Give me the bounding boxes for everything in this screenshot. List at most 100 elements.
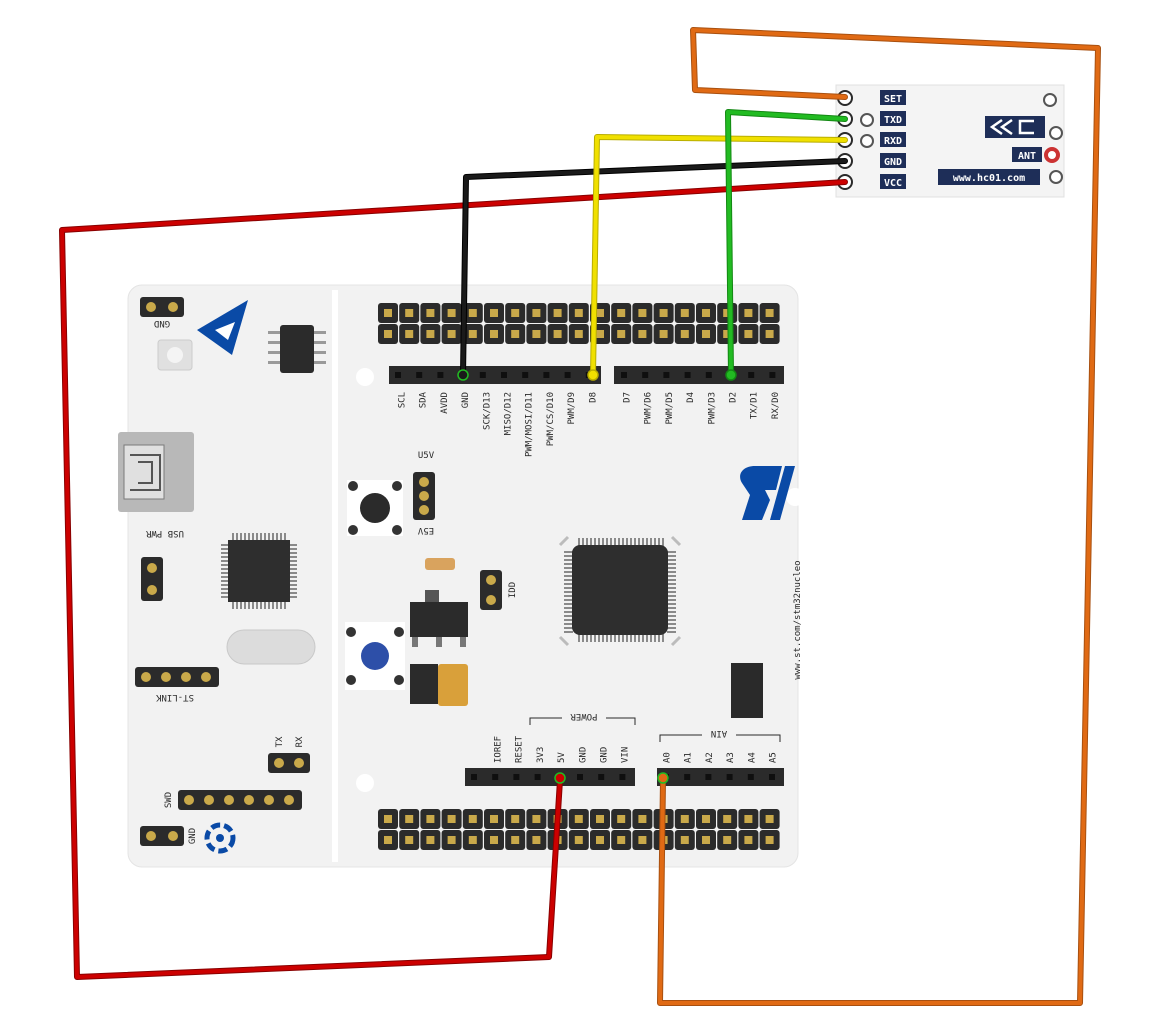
diode — [410, 664, 438, 704]
st-logo — [740, 466, 795, 520]
power-bracket: POWER — [529, 711, 636, 725]
pin-label: 5V — [557, 752, 567, 763]
pin-label: MISO/D12 — [504, 392, 514, 435]
header-pin — [492, 774, 499, 780]
arduino-header-right — [614, 366, 784, 384]
morpho-header-top — [378, 303, 780, 344]
header-pin — [621, 372, 627, 378]
header-pin — [726, 774, 733, 780]
regulator — [410, 590, 468, 647]
hc12-pin-label-bg — [880, 174, 906, 189]
header-pin — [748, 372, 755, 378]
url-label: www.hc01.com — [953, 173, 1025, 184]
mount-hole — [356, 368, 374, 386]
pin-label: PWM/D5 — [665, 392, 675, 425]
pin-label: PWM/D3 — [707, 392, 717, 425]
header-pin — [479, 372, 486, 378]
u5v-e5v-jumper: U5V E5V — [413, 451, 435, 535]
hc12-pin-label: GND — [884, 157, 902, 168]
ain-header — [657, 768, 784, 786]
pin-label: A5 — [769, 752, 779, 763]
header-pin — [747, 774, 754, 780]
capacitor — [425, 558, 455, 570]
pin-label: SCK/D13 — [482, 392, 492, 430]
user-button[interactable] — [345, 622, 405, 690]
header-pin — [598, 774, 605, 780]
u5v-label: U5V — [418, 451, 435, 461]
header-pin — [501, 372, 507, 378]
header-pin — [684, 774, 691, 780]
header-pin — [705, 372, 712, 378]
tx-rx-header: TX RX — [268, 736, 310, 773]
pin-label: SCL — [398, 392, 408, 408]
pin-label: GND — [600, 747, 610, 763]
st-board-logo — [197, 300, 248, 355]
pin-label: SDA — [419, 391, 429, 408]
url-label-bg — [938, 169, 1040, 185]
hc12-module: ANT www.hc01.com SET TXD RXD GND VCC — [835, 84, 1065, 198]
tx-label: TX — [275, 736, 285, 747]
pin-label: RESET — [515, 735, 525, 763]
header-pin — [534, 774, 541, 780]
header-pin — [642, 372, 649, 378]
swd-label: SWD — [164, 792, 174, 808]
ant-label: ANT — [1018, 151, 1036, 162]
pin-label: A3 — [726, 752, 736, 763]
header-pin — [543, 372, 550, 378]
e5v-label: E5V — [417, 525, 434, 535]
hc12-pin-label: VCC — [884, 178, 902, 189]
pin-label: D7 — [623, 392, 633, 403]
pin-label: VIN — [621, 747, 631, 763]
idd-jumper: IDD — [480, 570, 518, 610]
pin-label: D4 — [686, 392, 696, 403]
ant-label-bg — [1012, 147, 1042, 162]
header-pin — [619, 774, 626, 780]
component-block — [731, 663, 763, 718]
header-pin — [684, 372, 691, 378]
pin-label: D8 — [588, 392, 598, 403]
st-link-header: ST-LINK — [135, 667, 219, 702]
tantalum-cap — [438, 664, 468, 706]
gnd-bottom-header: GND — [140, 826, 198, 846]
header-pin — [705, 774, 712, 780]
rx-label: RX — [295, 736, 305, 747]
mcu-chip — [558, 535, 682, 647]
reset-button[interactable] — [347, 480, 403, 536]
hc12-pin-label-bg — [880, 132, 906, 147]
hc12-pin-label: RXD — [884, 136, 902, 147]
pin-label: PWM/CS/D10 — [546, 392, 556, 446]
header-pin — [513, 774, 520, 780]
pin-label: A4 — [747, 752, 757, 763]
power-header — [465, 768, 635, 786]
idd-label: IDD — [508, 582, 518, 598]
header-pin — [395, 372, 401, 378]
hc12-pin-label: TXD — [884, 115, 902, 126]
header-pin — [471, 774, 477, 780]
header-pin — [416, 372, 423, 378]
hc12-pin-label: SET — [884, 94, 902, 105]
pin-label: A1 — [684, 752, 694, 763]
mount-hole — [786, 488, 804, 506]
header-pin — [564, 372, 571, 378]
crystal — [226, 629, 316, 665]
pin-label: PWM/D6 — [644, 392, 654, 425]
header-pin — [522, 372, 529, 378]
stlink-chip — [228, 540, 290, 602]
hc12-pin-label-bg — [880, 90, 906, 105]
pin-label: 3V3 — [536, 747, 546, 763]
header-pin — [769, 774, 775, 780]
wires — [59, 27, 1101, 1006]
power-group-label: POWER — [570, 711, 598, 721]
pin-label: A0 — [663, 752, 673, 763]
pin-label: GND — [578, 747, 588, 763]
hc-logo — [985, 116, 1045, 138]
usb-pwr-label: USB PWR — [145, 528, 184, 538]
gnd-top-header: GND — [140, 297, 184, 328]
header-pin — [769, 372, 776, 378]
header-pin — [663, 372, 670, 378]
gnd-bottom-label: GND — [188, 828, 198, 844]
